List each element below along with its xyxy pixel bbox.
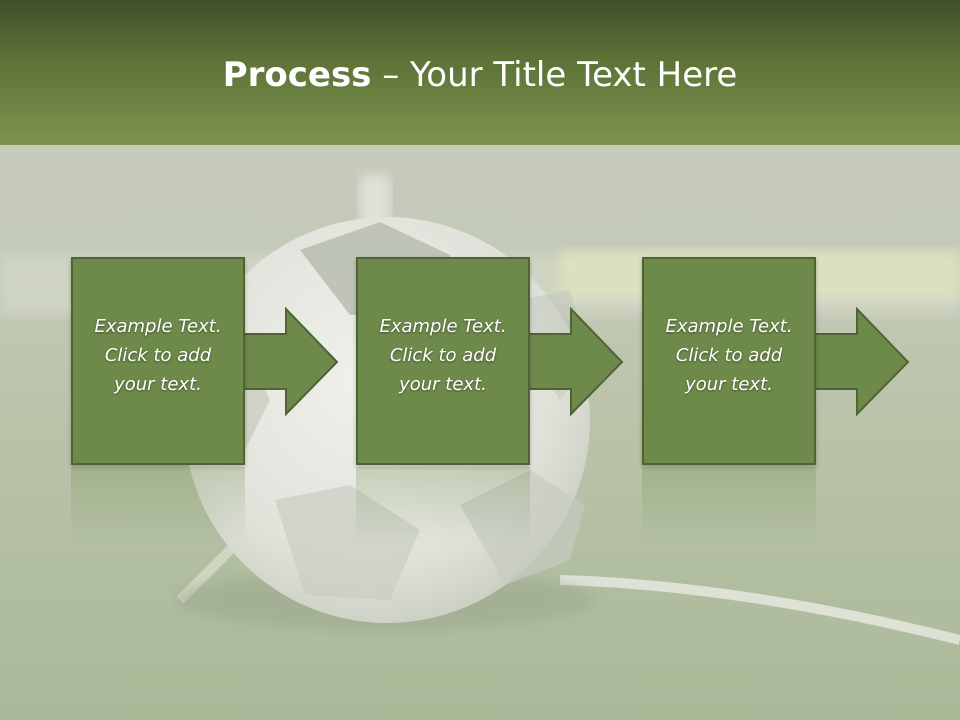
right-arrow-icon: [526, 307, 624, 417]
title-rest-text: – Your Title Text Here: [371, 55, 738, 95]
step-1-text: Example Text. Click to add your text.: [94, 315, 222, 395]
process-step-3: Example Text. Click to add your text.: [642, 257, 960, 467]
step-1-box[interactable]: Example Text. Click to add your text.: [71, 257, 245, 465]
title-bar: Process – Your Title Text Here: [0, 0, 960, 145]
step-2-reflection: [356, 467, 530, 542]
process-step-2: Example Text. Click to add your text.: [356, 257, 696, 467]
step-2-text: Example Text. Click to add your text.: [379, 315, 507, 395]
right-arrow-icon: [812, 307, 910, 417]
step-1-reflection: [71, 467, 245, 542]
step-2-box[interactable]: Example Text. Click to add your text.: [356, 257, 530, 465]
right-arrow-icon: [241, 307, 339, 417]
process-step-1: Example Text. Click to add your text.: [71, 257, 411, 467]
step-3-text: Example Text. Click to add your text.: [665, 315, 793, 395]
step-3-reflection: [642, 467, 816, 542]
slide-title[interactable]: Process – Your Title Text Here: [0, 55, 960, 95]
step-3-box[interactable]: Example Text. Click to add your text.: [642, 257, 816, 465]
title-bold-text: Process: [222, 55, 372, 95]
